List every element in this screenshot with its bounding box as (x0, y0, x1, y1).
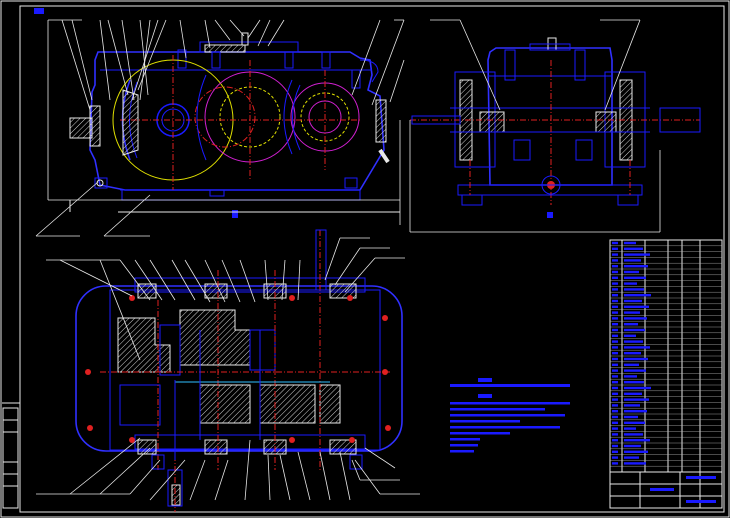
parts-list-text (624, 415, 638, 419)
parts-list-text (624, 282, 637, 285)
plan-view (36, 229, 420, 512)
parts-list-index (612, 421, 618, 424)
parts-list-index (612, 444, 618, 448)
parts-list-index (612, 410, 618, 413)
parts-list-text (624, 357, 648, 361)
parts-list (609, 239, 723, 509)
parts-list-index (612, 462, 618, 465)
parts-list-index (612, 282, 618, 285)
parts-list-text (624, 288, 644, 291)
parts-list-index (612, 346, 618, 349)
parts-list-text (624, 265, 648, 268)
parts-list-index (612, 247, 618, 250)
parts-list-text (624, 241, 636, 245)
parts-list-index (612, 375, 618, 378)
parts-list-text (624, 381, 644, 384)
parts-list-text (624, 392, 642, 395)
parts-list-index (612, 276, 618, 279)
parts-list-text (624, 352, 641, 355)
parts-list-text (624, 439, 650, 442)
parts-list-index (612, 253, 618, 256)
parts-list-index (612, 270, 618, 274)
parts-list-index (612, 456, 618, 459)
parts-list-index (612, 363, 618, 366)
parts-list-index (612, 265, 618, 268)
parts-list-text (624, 450, 648, 453)
parts-list-index (612, 392, 618, 395)
parts-list-index (612, 311, 618, 314)
parts-list-text (624, 305, 649, 308)
parts-list-index (612, 294, 618, 297)
parts-list-index (612, 334, 618, 337)
parts-list-text (624, 299, 642, 303)
parts-list-text (624, 375, 637, 378)
parts-list-text (624, 363, 639, 366)
parts-list-text (624, 421, 645, 424)
parts-list-index (612, 259, 618, 262)
parts-list-index (612, 404, 618, 407)
parts-list-index (612, 323, 618, 326)
parts-list-text (624, 444, 641, 448)
parts-list-text (624, 404, 640, 407)
parts-list-index (612, 288, 618, 291)
parts-list-text (624, 311, 640, 314)
side-view (409, 19, 701, 233)
parts-list-index (612, 317, 618, 320)
parts-list-index (612, 427, 618, 430)
parts-list-text (624, 462, 646, 465)
parts-list-index (612, 433, 618, 436)
parts-list-index (612, 305, 618, 308)
parts-list-index (612, 369, 618, 372)
parts-list-index (612, 386, 618, 390)
parts-list-index (612, 381, 618, 384)
parts-list-index (612, 415, 618, 419)
parts-list-text (624, 323, 638, 326)
parts-list-text (624, 276, 646, 279)
parts-list-text (624, 456, 639, 459)
parts-list-index (612, 398, 618, 401)
parts-list-index (612, 241, 618, 245)
parts-list-index (612, 352, 618, 355)
parts-list-text (624, 433, 643, 436)
parts-list-text (624, 294, 651, 297)
parts-list-text (624, 247, 643, 250)
parts-list-index (612, 450, 618, 453)
parts-list-text (624, 398, 649, 401)
parts-list-index (612, 439, 618, 442)
parts-list-text (624, 259, 641, 262)
parts-list-text (624, 410, 647, 413)
parts-list-text (624, 328, 645, 332)
parts-list-text (624, 334, 636, 337)
parts-list-text (624, 427, 636, 430)
parts-list-text (624, 270, 639, 274)
parts-list-index (612, 328, 618, 332)
parts-list-index (612, 340, 618, 343)
parts-list-index (612, 299, 618, 303)
parts-list-text (624, 317, 647, 320)
parts-list-index (612, 357, 618, 361)
parts-list-text (624, 346, 650, 349)
parts-list-text (624, 386, 651, 390)
parts-list-text (624, 340, 643, 343)
parts-list-text (624, 369, 646, 372)
front-view (35, 19, 405, 237)
parts-list-text (624, 253, 650, 256)
technical-notes (450, 378, 570, 453)
